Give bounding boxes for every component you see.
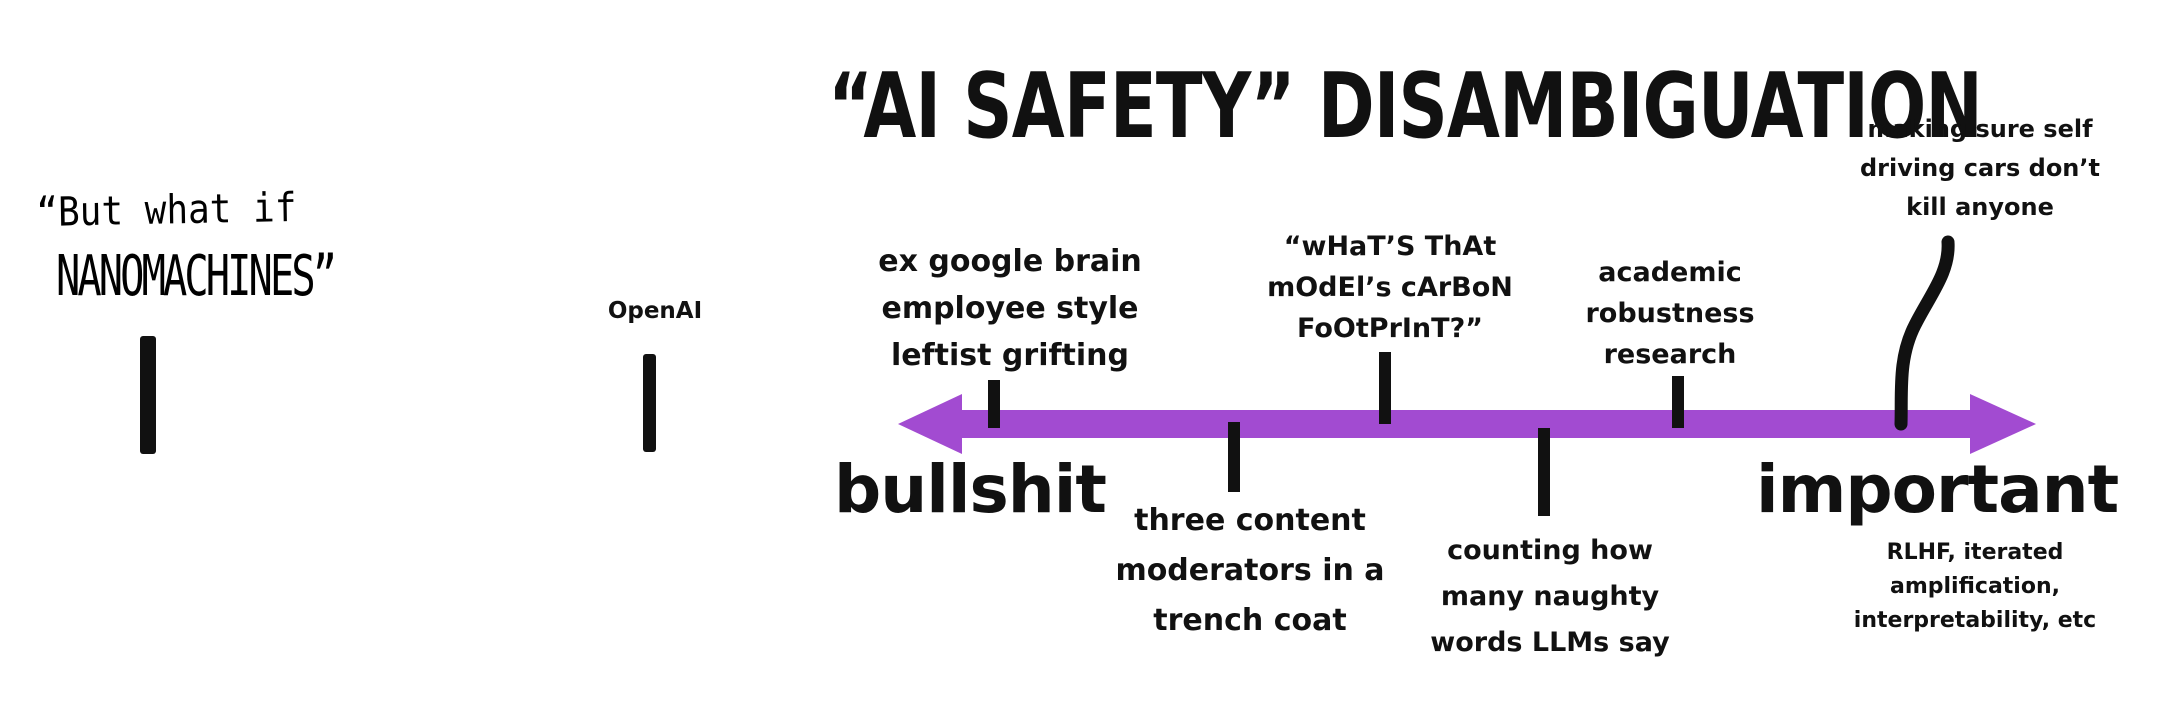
openai-label: OpenAI — [607, 298, 703, 324]
tick-naughty-words — [1538, 428, 1550, 516]
axis-label-bullshit: bullshit — [834, 451, 1107, 528]
label-self-driving-cars: making sure self driving cars don’t kill… — [1860, 115, 2100, 221]
label-carbon-footprint: “wHaT’S ThAt mOdEl’s cArBoN FoOtPrInT?” — [1267, 231, 1513, 344]
handwritten-note-line-2: NANOMACHINES” — [56, 244, 337, 309]
label-naughty-words: counting how many naughty words LLMs say — [1430, 535, 1670, 658]
tick-carbon-footprint — [1379, 352, 1391, 424]
tick-robustness — [1672, 376, 1684, 428]
label-rlhf: RLHF, iterated amplification, interpreta… — [1853, 540, 2097, 633]
axis-label-important: important — [1756, 451, 2119, 528]
openai-marker — [643, 354, 656, 452]
label-robustness-research: academic robustness research — [1585, 257, 1755, 370]
tick-leftist-grifting — [988, 380, 1000, 428]
nanomachines-marker — [140, 336, 156, 454]
label-content-moderators: three content moderators in a trench coa… — [1115, 503, 1385, 638]
tick-content-moderators — [1228, 422, 1240, 492]
label-leftist-grifting: ex google brain employee style leftist g… — [878, 244, 1142, 373]
self-driving-marker — [1894, 235, 1955, 431]
arrow-head-left — [898, 394, 962, 454]
arrow-head-right — [1970, 394, 2036, 454]
